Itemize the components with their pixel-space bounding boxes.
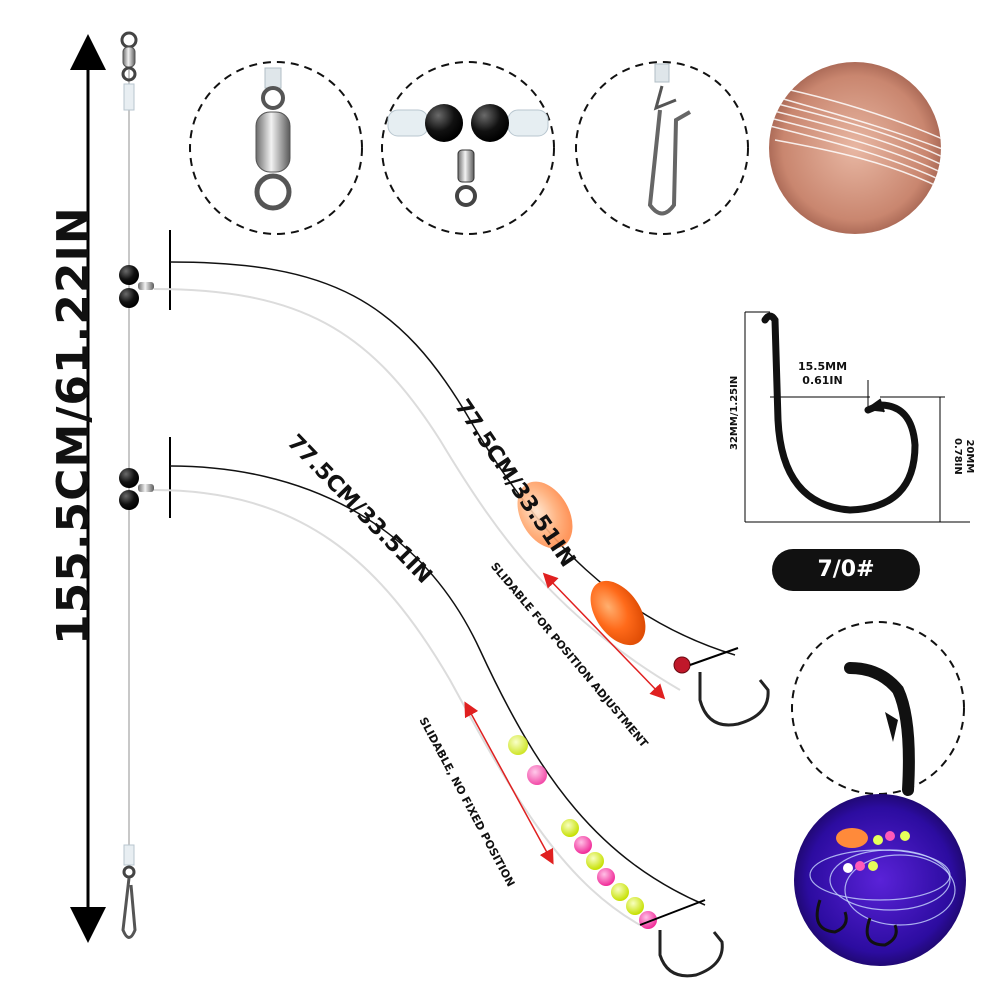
lower-three-way-swivel-icon <box>119 437 171 518</box>
lower-hook-icon <box>639 899 724 978</box>
orange-float-icon <box>590 580 646 646</box>
yellow-bead-icon <box>626 897 644 915</box>
upper-branch-line <box>169 261 736 656</box>
pink-bead-icon <box>527 765 547 785</box>
snap-clip-detail-icon <box>575 61 749 235</box>
total-length-label: 155.5CM/61.22IN <box>48 206 99 645</box>
yellow-bead-icon <box>561 819 579 837</box>
hook-size-badge: 7/0# <box>772 549 920 591</box>
hook-gap-label: 15.5MM 0.61IN <box>798 360 847 388</box>
yellow-bead-icon <box>508 735 528 755</box>
red-bead-icon <box>673 656 691 674</box>
lower-branch-line <box>169 465 706 906</box>
upper-hook-icon <box>689 647 770 727</box>
swivel-detail-icon <box>189 61 363 235</box>
hook-gap-mm: 15.5MM <box>798 360 848 373</box>
pink-bead-icon <box>597 868 615 886</box>
three-way-swivel-detail-icon <box>381 61 555 235</box>
yellow-bead-icon <box>586 852 604 870</box>
lower-slide-arrow <box>464 701 554 865</box>
bottom-snap-icon <box>121 844 137 939</box>
hook-dimension-drawing <box>744 311 970 523</box>
hook-width-label: 20MM 0.78IN <box>951 438 975 475</box>
top-swivel-icon <box>120 31 138 111</box>
peach-float-icon <box>517 481 573 549</box>
pink-bead-icon <box>574 836 592 854</box>
yellow-bead-icon <box>611 883 629 901</box>
upper-three-way-swivel-icon <box>119 230 171 310</box>
hook-width-mm: 20MM <box>964 439 975 474</box>
line-closeup-icon <box>769 62 941 234</box>
hook-gap-in: 0.61IN <box>802 374 843 387</box>
upper-slide-arrow <box>542 572 666 700</box>
hook-point-icon <box>791 621 965 796</box>
hook-height-label: 32MM/1.25IN <box>729 375 740 450</box>
hook-width-in: 0.78IN <box>952 438 963 475</box>
lower-beads <box>508 735 657 929</box>
circle-hook-icon <box>761 312 919 514</box>
glow-rig-icon <box>794 794 966 966</box>
